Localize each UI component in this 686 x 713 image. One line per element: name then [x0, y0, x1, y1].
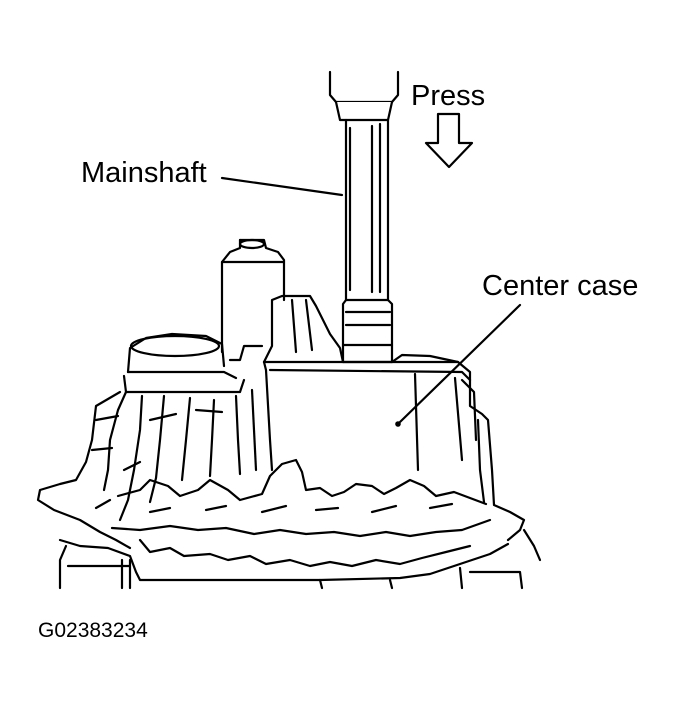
rear-cylinder	[220, 238, 286, 354]
mainshaft-label: Mainshaft	[81, 157, 207, 189]
center-case	[262, 294, 526, 542]
press-label: Press	[411, 80, 486, 112]
figure-code: G02383234	[38, 619, 148, 642]
mainshaft-leader-line	[220, 176, 344, 197]
case-bottom-flange	[58, 458, 510, 582]
press-arrow-icon	[424, 112, 474, 169]
left-cover	[122, 332, 264, 394]
center-case-label: Center case	[482, 270, 639, 302]
press-ram	[328, 70, 400, 122]
lower-housing	[58, 528, 542, 590]
case-left-flange	[36, 388, 258, 550]
mainshaft	[341, 118, 394, 364]
center-case-leader-dot	[395, 421, 401, 427]
